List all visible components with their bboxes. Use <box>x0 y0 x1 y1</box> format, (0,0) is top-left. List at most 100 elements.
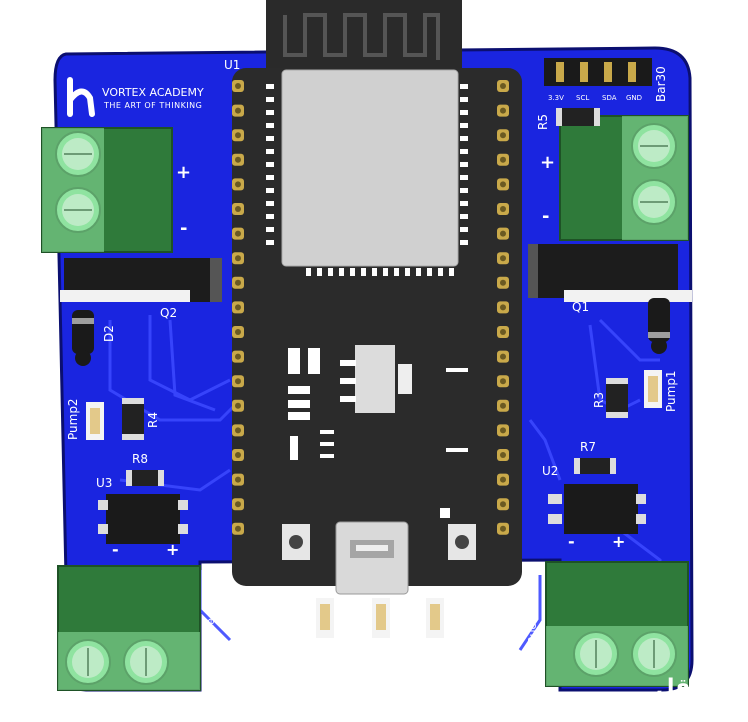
shield-pin <box>394 268 399 276</box>
resistor-r8 <box>126 470 164 486</box>
shield-pin <box>416 268 421 276</box>
shield-pin <box>449 268 454 276</box>
shield-pin <box>460 149 468 154</box>
boot-button <box>282 524 310 560</box>
mosfet-q1 <box>528 244 692 302</box>
ic-u3 <box>98 494 188 544</box>
ref-d5: D5 <box>302 609 316 626</box>
polarity-minus-right: - <box>542 206 550 227</box>
shield-pin <box>460 136 468 141</box>
watermark-arabic: مستقل <box>655 675 736 700</box>
antenna-trace <box>283 13 440 60</box>
shield-pin <box>460 97 468 102</box>
shield-pin <box>427 268 432 276</box>
ref-u2: U2 <box>542 464 559 478</box>
watermark: مستقل mostaql.com <box>655 675 736 711</box>
shield-pin <box>460 175 468 180</box>
ref-q1: Q1 <box>572 300 590 314</box>
ref-r4: R4 <box>146 412 160 428</box>
polarity-plus-left: + <box>176 162 192 183</box>
shield-pin <box>460 240 468 245</box>
ref-r5: R5 <box>536 114 550 130</box>
label-power: Power <box>205 596 218 630</box>
polarity-plus-right: + <box>540 152 556 173</box>
shield-pin <box>266 227 274 232</box>
diode-d1 <box>648 298 670 354</box>
shield-pin <box>350 268 355 276</box>
header-pin-scl: SCL <box>576 94 590 102</box>
label-buck-input: Buck Input <box>526 585 539 644</box>
micro-usb-connector <box>335 521 409 595</box>
shield-pin <box>266 162 274 167</box>
header-pin-gnd: GND <box>626 94 643 102</box>
ref-r3: R3 <box>592 392 606 408</box>
led-d7 <box>426 598 444 638</box>
shield-pin <box>266 84 274 89</box>
shield-pin <box>438 268 443 276</box>
polarity-plus-u3: + <box>166 540 180 559</box>
resistor-r7 <box>574 458 616 474</box>
led-pump1 <box>644 370 662 408</box>
shield-pin <box>339 268 344 276</box>
shield-pin <box>266 201 274 206</box>
shield-pin <box>306 268 311 276</box>
shield-pin <box>266 136 274 141</box>
shield-pin <box>266 240 274 245</box>
pin-header-bar30 <box>544 58 652 86</box>
ref-bar30: Bar30 <box>654 66 668 102</box>
polarity-plus-u2: + <box>612 532 626 551</box>
resistor-r4 <box>122 398 144 440</box>
watermark-latin: mostaql.com <box>660 698 732 711</box>
shield-pin <box>460 110 468 115</box>
shield-pin <box>460 84 468 89</box>
polarity-minus-u3: - <box>112 540 119 559</box>
shield-pin <box>405 268 410 276</box>
ref-u3: U3 <box>96 476 113 490</box>
shield-pin <box>266 188 274 193</box>
polarity-minus-left: - <box>180 218 188 239</box>
pin-row-left <box>232 80 244 535</box>
shield-pin <box>266 214 274 219</box>
ic-u2 <box>548 484 646 534</box>
ref-q2: Q2 <box>160 306 178 320</box>
ref-pump1: Pump1 <box>664 370 678 412</box>
shield-pin <box>266 110 274 115</box>
shield-pin <box>317 268 322 276</box>
shield-pin <box>266 123 274 128</box>
module-components <box>288 345 468 518</box>
resistor-r5 <box>556 108 600 126</box>
ref-d7: D7 <box>412 609 426 626</box>
shield-pin <box>460 227 468 232</box>
logo-mark <box>67 77 95 117</box>
shield-pin <box>460 214 468 219</box>
led-pump2 <box>86 402 104 440</box>
led-d5 <box>316 598 334 638</box>
ref-r8: R8 <box>132 452 148 466</box>
shield-pin <box>383 268 388 276</box>
shield-pin <box>372 268 377 276</box>
logo-text-subtitle: THE ART OF THINKING <box>104 101 203 110</box>
diode-d2 <box>72 310 94 366</box>
ref-u1: U1 <box>224 58 241 72</box>
shield-pin <box>266 149 274 154</box>
ref-r7: R7 <box>580 440 596 454</box>
shield-pin <box>328 268 333 276</box>
shield-pin <box>460 188 468 193</box>
resistor-r3 <box>606 378 628 418</box>
header-pin-3v3: 3.3V <box>548 94 564 102</box>
shield-pin <box>460 162 468 167</box>
shield-pin <box>460 201 468 206</box>
ref-d2: D2 <box>102 325 116 342</box>
shield-pin <box>266 97 274 102</box>
logo-text-title: VORTEX ACADEMY <box>102 86 204 99</box>
pin-row-right <box>497 80 509 535</box>
rf-shield <box>281 69 459 267</box>
led-d6 <box>372 598 390 638</box>
shield-pins <box>266 84 468 276</box>
polarity-minus-u2: - <box>568 532 575 551</box>
shield-pin <box>460 123 468 128</box>
shield-pin <box>361 268 366 276</box>
mosfet-q2 <box>60 258 222 302</box>
